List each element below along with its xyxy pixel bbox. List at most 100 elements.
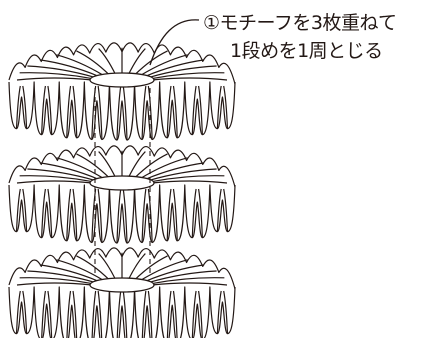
fold-line [56, 54, 104, 76]
fold-line [16, 282, 93, 286]
fold-line [151, 282, 228, 286]
petal-fold-line [66, 290, 72, 338]
petal-fold-line [147, 188, 153, 243]
motif-3 [8, 247, 236, 338]
petal-fold-line [197, 188, 203, 238]
fold-line [76, 255, 110, 281]
petal-fold-line [122, 85, 128, 141]
center-ring [89, 277, 155, 293]
petal-fold-line [116, 188, 122, 244]
fold-line [27, 270, 96, 283]
fold-line [140, 259, 188, 281]
petal-fold-line [22, 290, 28, 334]
fold-line [98, 253, 116, 280]
petal-fold-line [97, 290, 103, 338]
fold-line [151, 77, 228, 81]
fold-line [39, 264, 99, 282]
fold-line [19, 277, 93, 285]
petal-fold-line [91, 290, 97, 338]
center-ring [89, 72, 155, 88]
petal-fold-line [47, 85, 53, 135]
petal-fold-line [47, 290, 53, 338]
fold-line [151, 277, 225, 285]
ruffle-front-edge [8, 81, 236, 141]
fold-line [56, 157, 104, 179]
fold-line [19, 72, 93, 80]
annotation-note: ①モチーフを3枚重ねて 1段めを1周とじる [203, 9, 427, 65]
petal-fold-line [141, 188, 147, 243]
fold-line [39, 59, 99, 77]
fold-line [39, 162, 99, 180]
petal-fold-line [66, 188, 72, 241]
petal-fold-line [141, 290, 147, 338]
petal-fold-line [116, 85, 122, 141]
petal-fold-line [172, 85, 178, 138]
petal-fold-line [216, 290, 222, 334]
fold-line [76, 153, 110, 179]
fold-line [148, 270, 217, 283]
petal-fold-line [22, 188, 28, 232]
petal-fold-line [166, 188, 172, 241]
petal-fold-line [15, 290, 21, 334]
petal-fold-line [141, 85, 147, 140]
petal-fold-line [41, 85, 47, 135]
petal-fold-line [122, 188, 128, 244]
motif-1 [8, 42, 236, 141]
petal-fold-line [72, 85, 78, 138]
petal-fold-line [116, 290, 122, 338]
ruffle-front-edge [8, 184, 236, 244]
petal-fold-line [147, 85, 153, 140]
fold-line [151, 175, 225, 183]
motif-2 [8, 145, 236, 244]
annotation-line-2: 1段めを1周とじる [230, 40, 383, 62]
petal-fold-line [72, 290, 78, 338]
petal-fold-line [191, 85, 197, 135]
petal-fold-line [172, 188, 178, 241]
petal-fold-line [72, 188, 78, 241]
center-ring [89, 175, 155, 191]
alignment-guides [94, 88, 151, 275]
petal-fold-line [66, 85, 72, 138]
petal-fold-line [147, 290, 153, 338]
fold-line [16, 77, 93, 81]
petal-fold-line [197, 85, 203, 135]
fold-line [151, 72, 225, 80]
petal-fold-line [91, 188, 97, 243]
petal-fold-line [47, 188, 53, 238]
petal-fold-line [15, 188, 21, 232]
fold-line [134, 153, 168, 179]
fold-line [27, 65, 96, 78]
ruffle-front-edge [8, 286, 236, 338]
fold-line [151, 180, 228, 184]
leader-line [149, 19, 200, 66]
petal-fold-line [22, 85, 28, 129]
petal-fold-line [216, 188, 222, 232]
petal-fold-line [216, 85, 222, 129]
fold-line [145, 59, 205, 77]
fold-line [128, 48, 146, 75]
fold-line [98, 151, 116, 178]
petal-fold-line [223, 85, 229, 129]
petal-fold-line [41, 188, 47, 238]
fold-line [145, 162, 205, 180]
petal-fold-line [97, 85, 103, 140]
fold-line [140, 54, 188, 76]
petal-fold-line [166, 85, 172, 138]
fold-line [140, 157, 188, 179]
fold-line [148, 168, 217, 181]
fold-line [76, 50, 110, 76]
petal-fold-line [172, 290, 178, 338]
fold-line [128, 253, 146, 280]
fold-line [27, 168, 96, 181]
fold-line [134, 255, 168, 281]
petal-fold-line [166, 290, 172, 338]
fold-line [128, 151, 146, 178]
petal-fold-line [223, 188, 229, 232]
petal-fold-line [197, 290, 203, 338]
petal-fold-line [41, 290, 47, 338]
fold-line [16, 180, 93, 184]
annotation-line-1: ①モチーフを3枚重ねて [203, 12, 397, 34]
petal-fold-line [191, 188, 197, 238]
fold-line [19, 175, 93, 183]
